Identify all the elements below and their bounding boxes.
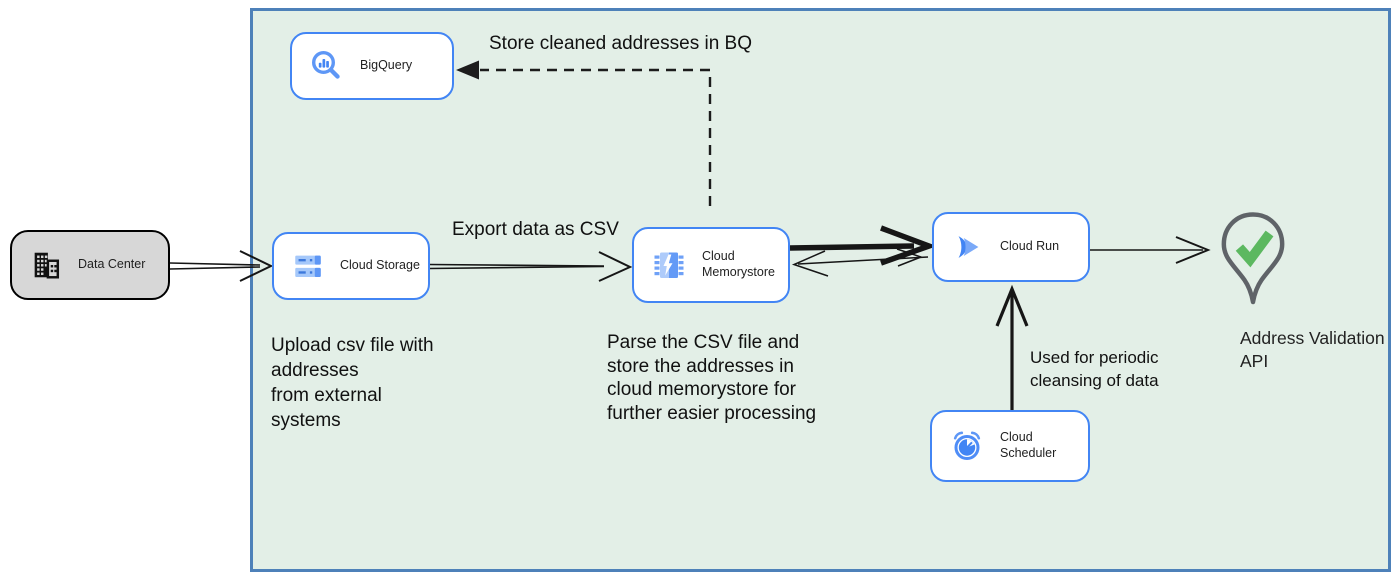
node-data-center[interactable]: Data Center [10,230,170,300]
node-label: Cloud Scheduler [1000,430,1057,460]
node-cloud-storage[interactable]: Cloud Storage [272,232,430,300]
node-address-validation[interactable] [1218,208,1288,326]
node-label: Cloud Run [1000,239,1060,254]
gcp-boundary-box [250,8,1391,572]
node-bigquery[interactable]: BigQuery [290,32,454,100]
edge-label-export-csv: Export data as CSV [452,219,619,240]
node-cloud-run[interactable]: Cloud Run [932,212,1090,282]
node-cloud-scheduler[interactable]: Cloud Scheduler [930,410,1090,482]
bigquery-icon [309,48,345,84]
cloud-memorystore-icon [651,247,687,283]
cloud-run-icon [951,230,985,264]
location-pin-check-icon [1218,208,1288,326]
note-parse-csv: Parse the CSV file and store the address… [607,332,817,424]
node-label-address-validation: Address Validation API [1240,328,1385,371]
data-center-icon [29,248,63,282]
node-label: Cloud Storage [340,258,420,273]
note-upload-csv: Upload csv file with addresses from exte… [271,335,434,431]
edge-label-periodic-cleansing: Used for periodic cleansing of data [1030,348,1159,390]
node-label: Cloud Memorystore [702,249,775,279]
edge-label-store-cleaned: Store cleaned addresses in BQ [489,33,752,54]
cloud-storage-icon [291,249,325,283]
cloud-scheduler-icon [949,428,985,464]
node-label: Data Center [78,257,146,272]
node-label: BigQuery [360,58,413,73]
node-cloud-memorystore[interactable]: Cloud Memorystore [632,227,790,303]
